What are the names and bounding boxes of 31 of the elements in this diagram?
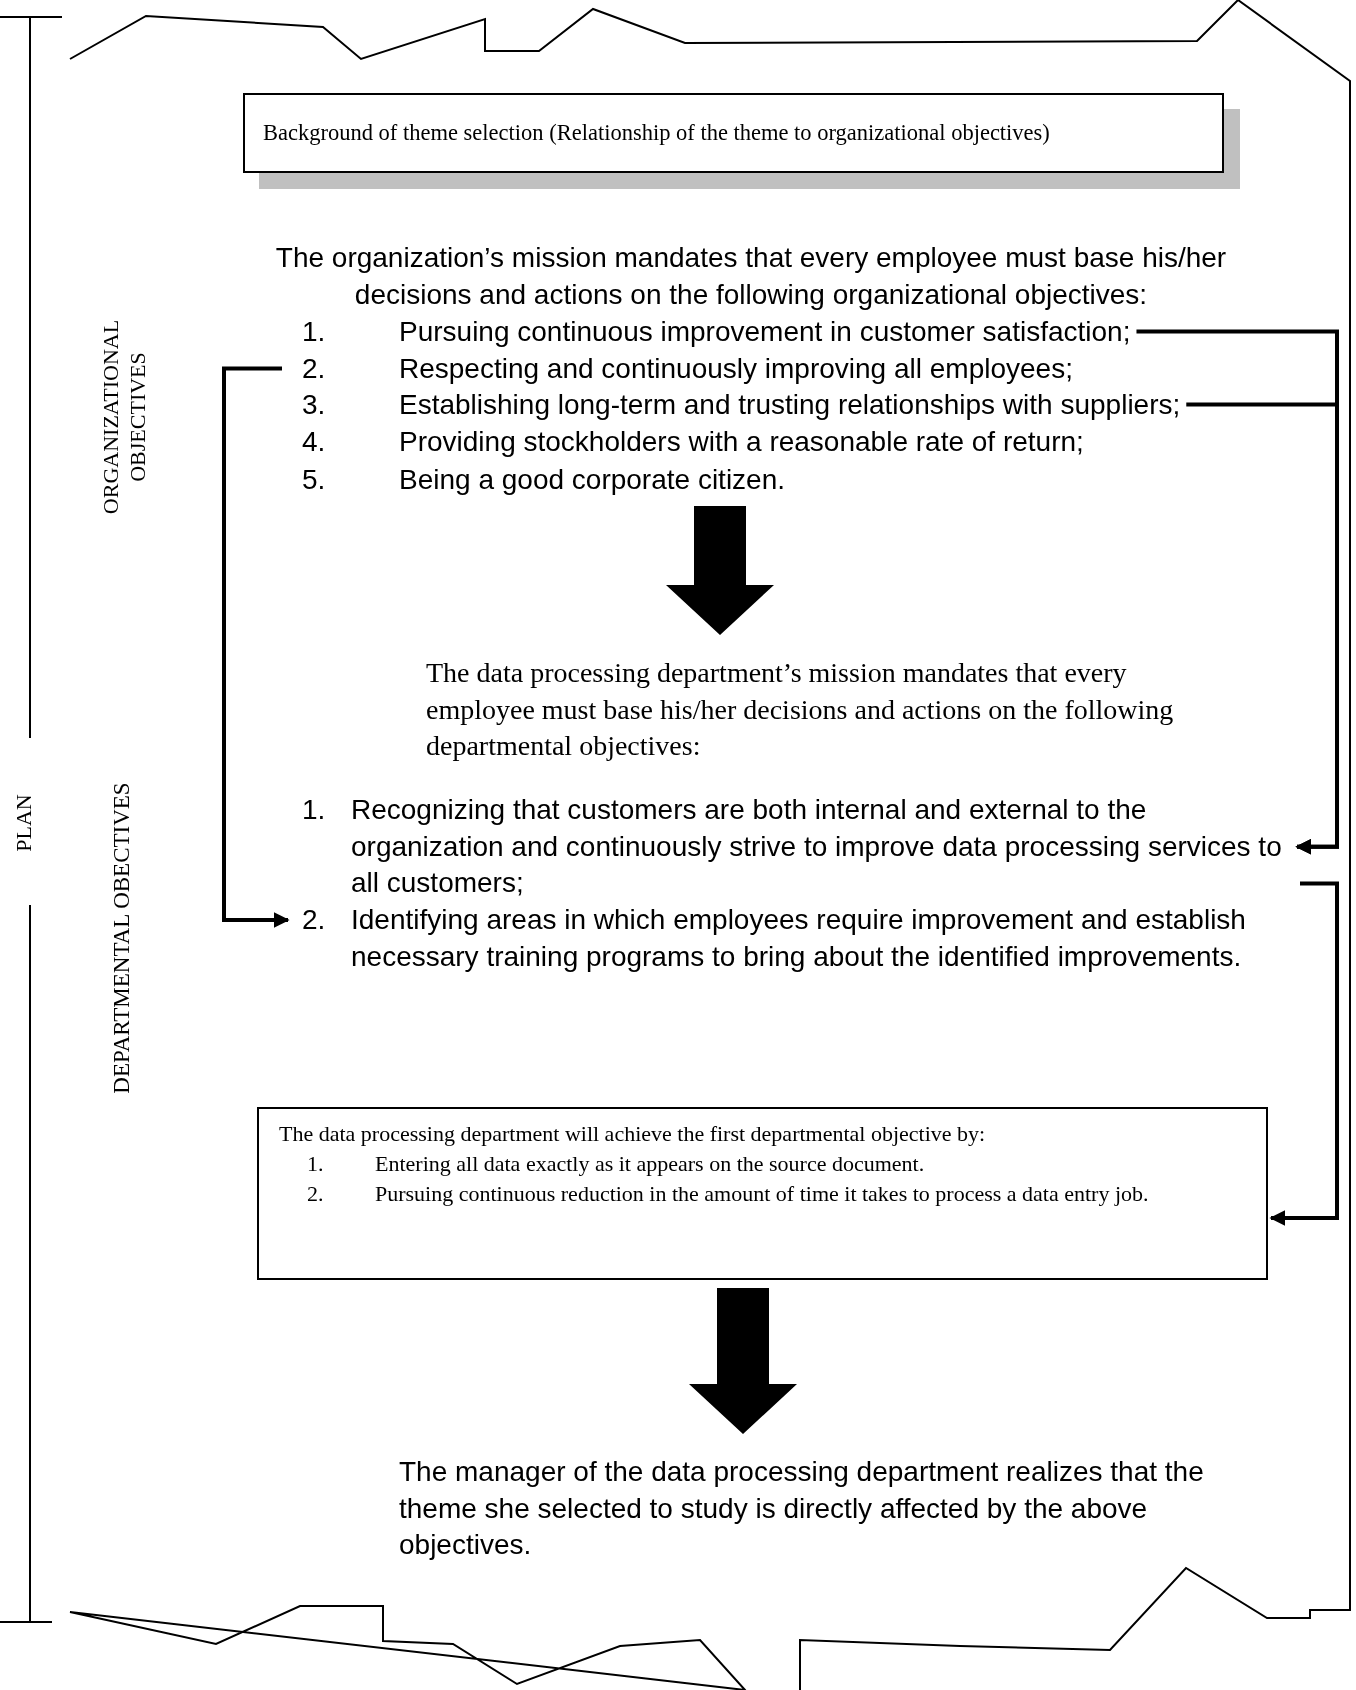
list-number: 2. <box>302 352 327 386</box>
objective-text: Recognizing that customers are both internal and external to the organization and continuously strive to improve data processing services to all customers; <box>351 793 1283 900</box>
block-arrow <box>666 506 774 635</box>
objective-text: Identifying areas in which employees require improvement and establish necessary training programs to bring about the identified improvements. <box>351 903 1247 974</box>
objective-text: Pursuing continuous improvement in customer satisfaction; <box>399 315 1131 349</box>
list-number: 1. <box>302 315 327 349</box>
statement-text: The organization’s mission mandates that every employee must base his/her decisions and actions on the following organizational objectives: <box>275 242 1227 310</box>
connector-arrow <box>222 366 290 928</box>
list-number: 1. <box>306 1150 325 1178</box>
objective-text: Providing stockholders with a reasonable rate of return; <box>399 425 1084 459</box>
connector-arrow <box>1186 402 1339 855</box>
section-label: ORGANIZATIONAL OBJECTIVES <box>98 319 150 515</box>
objectives-box <box>257 1107 1268 1280</box>
statement-text: The data processing department’s mission mandates that every employee must base his/her decisions and actions on the following departmental objectives: <box>426 657 1174 761</box>
action-text: Pursuing continuous reduction in the amount of time it takes to process a data entry job. <box>375 1180 1150 1208</box>
objective-text: Being a good corporate citizen. <box>399 463 786 497</box>
block-arrow <box>689 1288 797 1434</box>
list-number: 3. <box>302 388 327 422</box>
action-text: Entering all data exactly as it appears on the source document. <box>375 1150 926 1178</box>
list-number: 2. <box>306 1180 325 1208</box>
connector-arrow <box>1269 881 1339 1226</box>
statement-text: The manager of the data processing department realizes that the theme she selected to study is directly affected by the above objectives. <box>399 1456 1204 1560</box>
phase-label: PLAN <box>11 794 36 852</box>
list-number: 2. <box>302 903 327 937</box>
objective-text: Respecting and continuously improving all employees; <box>399 352 1073 386</box>
list-number: 1. <box>302 793 327 827</box>
list-number: 4. <box>302 425 327 459</box>
section-label: DEPARTMENTAL OBECTIVES <box>109 782 134 1094</box>
list-number: 5. <box>302 463 327 497</box>
box-heading: The data processing department will achieve the first departmental objective by: <box>279 1121 986 1146</box>
objective-text: Establishing long-term and trusting relationships with suppliers; <box>399 388 1181 422</box>
